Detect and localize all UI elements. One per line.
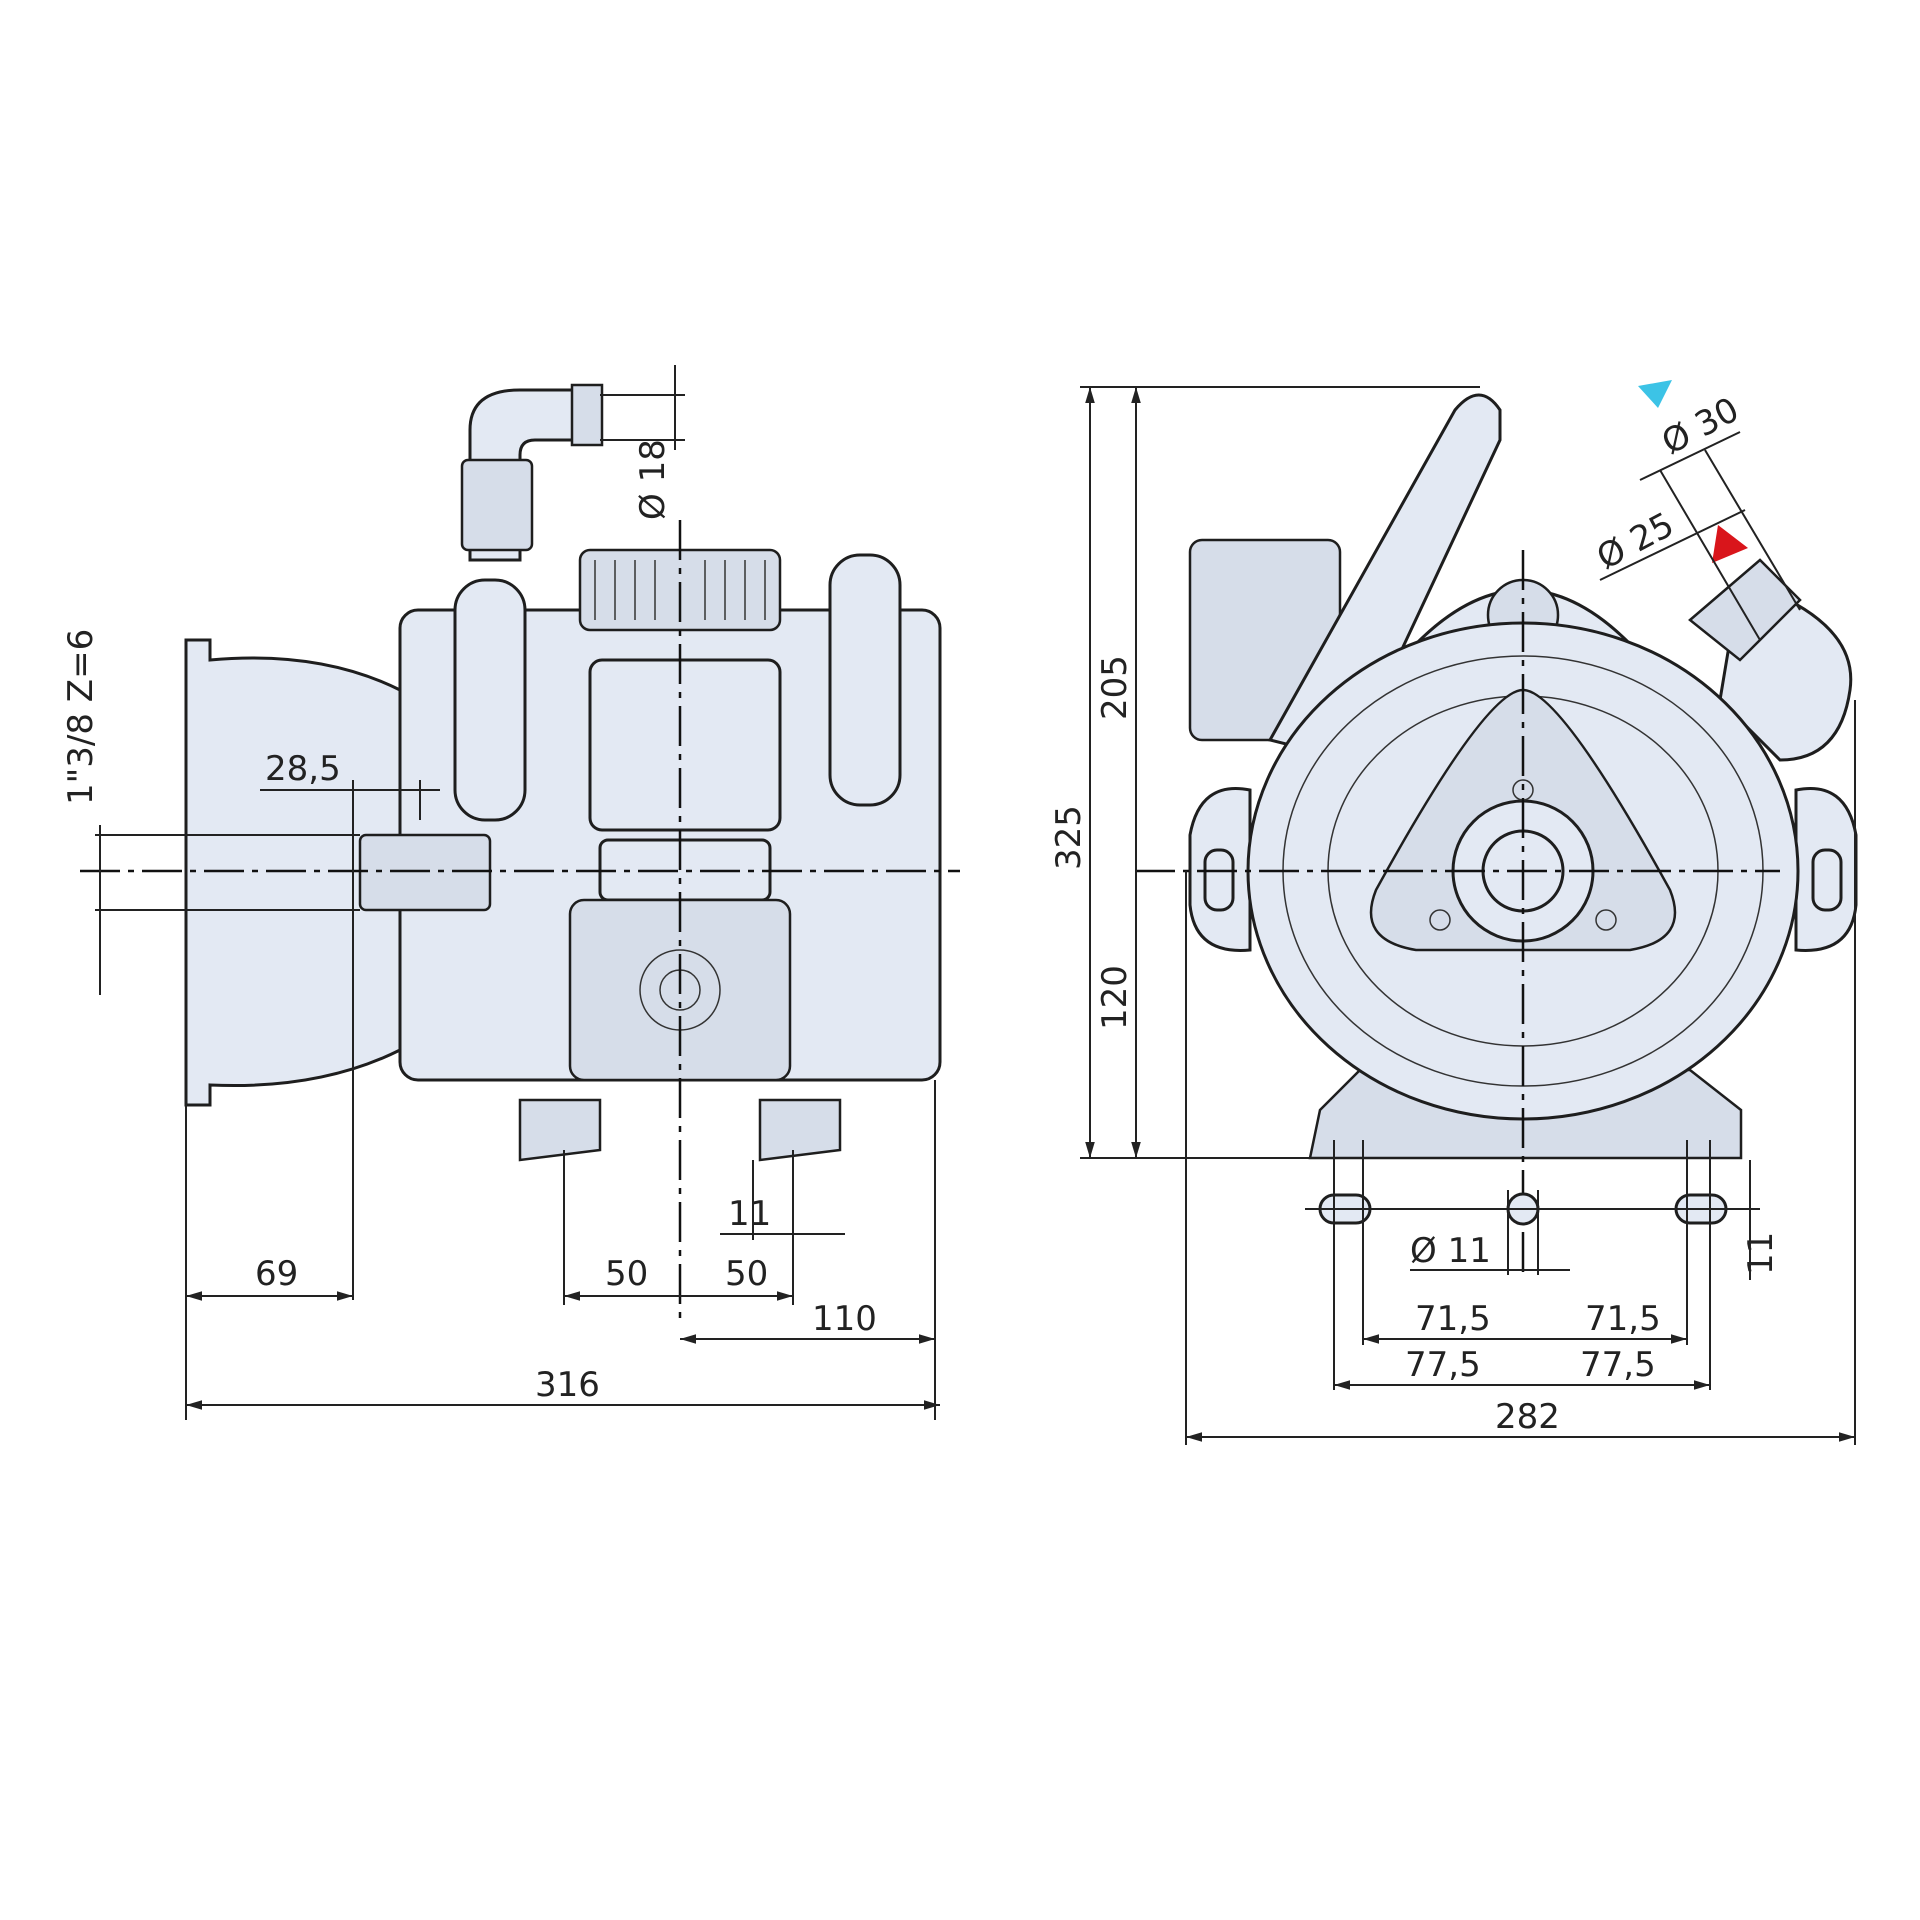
height-lower-label: 120 xyxy=(1095,965,1135,1030)
dim-69-label: 69 xyxy=(255,1254,298,1294)
dim-282-label: 282 xyxy=(1495,1397,1560,1437)
cylinder-left xyxy=(453,578,527,822)
dim-50-right-label: 50 xyxy=(725,1254,768,1294)
inlet-marker-icon xyxy=(1638,380,1672,408)
dim-71-5-right-label: 71,5 xyxy=(1585,1299,1661,1339)
outlet-marker-icon xyxy=(1712,525,1748,563)
dim-110-label: 110 xyxy=(812,1299,877,1339)
shaft-thread-label: 1"3/8 Z=6 xyxy=(61,629,101,805)
outlet-diameter-label: Ø 18 xyxy=(633,439,673,520)
dim-77-5-left-label: 77,5 xyxy=(1405,1345,1481,1385)
shaft-offset-label: 28,5 xyxy=(265,749,341,789)
dim-77-5-right-label: 77,5 xyxy=(1580,1345,1656,1385)
inlet-diameter-inner-label: Ø 25 xyxy=(1590,505,1680,578)
outlet-hose xyxy=(1267,393,1502,762)
front-view: Ø 30 Ø 25 325 205 120 Ø 11 11 71,5 71,5 … xyxy=(1049,380,1858,1445)
dim-316-label: 316 xyxy=(535,1365,600,1405)
input-shaft xyxy=(358,833,492,912)
diaphragm-head xyxy=(588,658,782,832)
height-upper-label: 205 xyxy=(1095,655,1135,720)
dim-71-5-left-label: 71,5 xyxy=(1415,1299,1491,1339)
height-total-label: 325 xyxy=(1049,805,1089,870)
dim-50-left-label: 50 xyxy=(605,1254,648,1294)
cylinder-right xyxy=(828,553,902,807)
side-view: Ø 18 1"3/8 Z=6 28,5 69 50 50 11 110 316 xyxy=(61,365,960,1420)
hole-diameter-label: Ø 11 xyxy=(1410,1231,1491,1271)
dim-11-label: 11 xyxy=(728,1194,771,1234)
slot-width-label: 11 xyxy=(1741,1232,1781,1275)
